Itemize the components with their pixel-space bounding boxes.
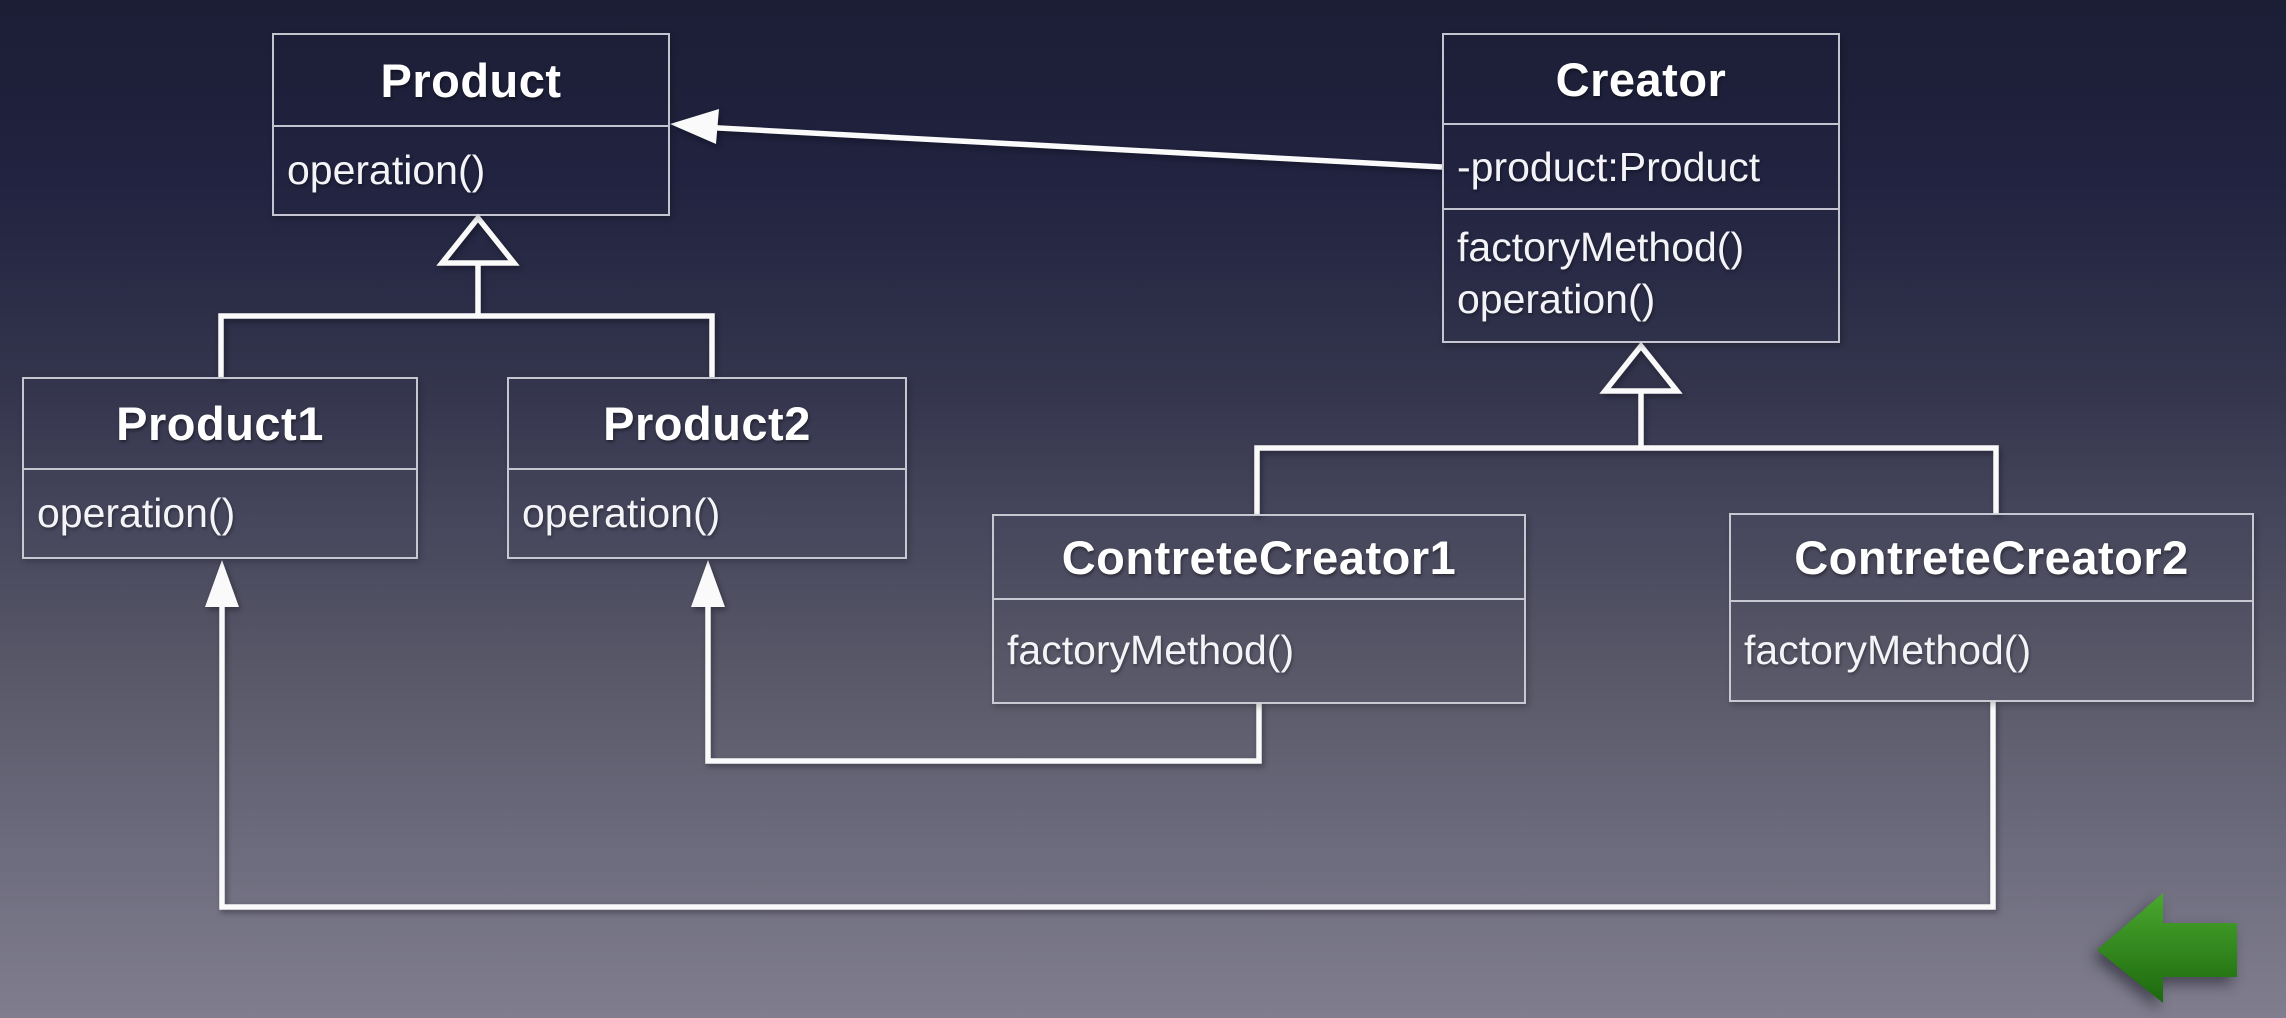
class-product2: Product2 operation() [507, 377, 907, 559]
creates-cc2-to-product1 [205, 560, 1996, 910]
class-product2-method: operation() [522, 489, 721, 536]
class-concrete-creator1-method: factoryMethod() [1007, 627, 1295, 673]
class-product1: Product1 operation() [22, 377, 418, 559]
class-product2-title: Product2 [509, 379, 905, 470]
class-concrete-creator2-method: factoryMethod() [1744, 627, 2032, 673]
class-concrete-creator2-title: ContreteCreator2 [1731, 515, 2252, 602]
class-product: Product operation() [272, 33, 670, 216]
arrowhead-up-icon [691, 560, 725, 607]
hollow-triangle-icon [436, 213, 520, 266]
class-concrete-creator2: ContreteCreator2 factoryMethod() [1729, 513, 2254, 702]
arrowhead-up-icon [205, 560, 239, 607]
class-product1-method: operation() [37, 489, 236, 536]
class-product-title: Product [274, 35, 668, 127]
class-creator: Creator -product:Product factoryMethod()… [1442, 33, 1840, 343]
class-product1-title: Product1 [24, 379, 416, 470]
class-product-method: operation() [287, 147, 486, 193]
class-concrete-creator1: ContreteCreator1 factoryMethod() [992, 514, 1526, 704]
class-concrete-creator1-title: ContreteCreator1 [994, 516, 1524, 600]
inheritance-products-to-product [218, 213, 715, 377]
class-creator-title: Creator [1444, 35, 1838, 125]
class-creator-method: operation() [1457, 275, 1656, 322]
class-creator-attribute: -product:Product [1457, 143, 1761, 190]
arrowhead-left-icon [670, 109, 719, 144]
class-creator-method: factoryMethod() [1457, 223, 1745, 270]
association-creator-to-product [670, 109, 1443, 170]
hollow-triangle-icon [1599, 341, 1683, 394]
inheritance-creators-to-creator [1254, 341, 1999, 515]
back-arrow-icon[interactable] [2097, 893, 2237, 1003]
creates-cc1-to-product2 [691, 560, 1262, 764]
